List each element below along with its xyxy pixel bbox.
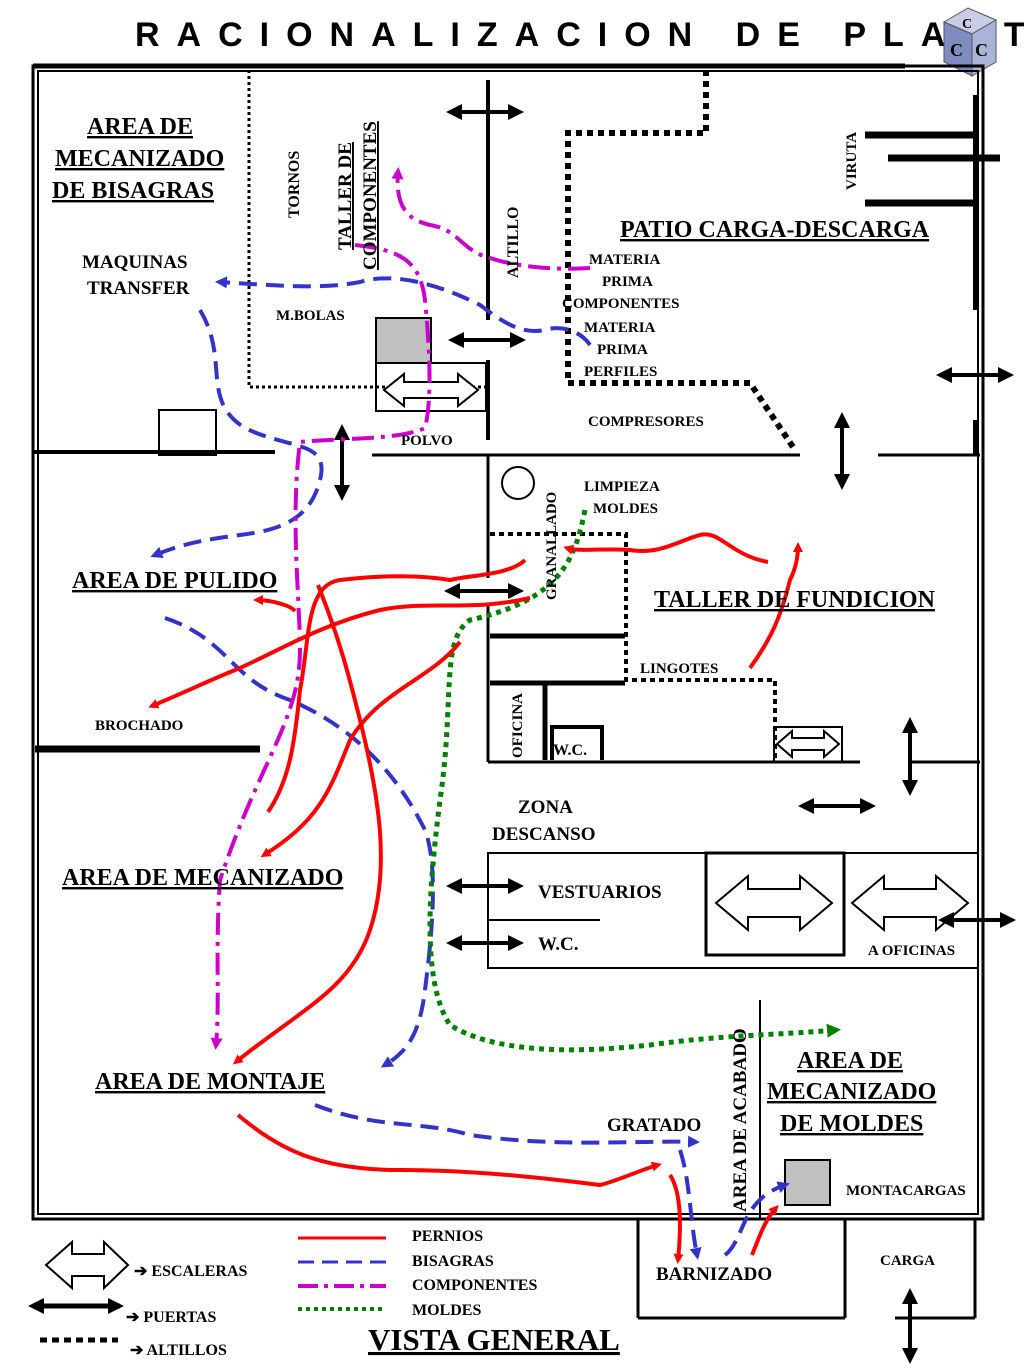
label-taller-fundicion: TALLER DE FUNDICION [654,587,936,613]
montacargas-box [784,1159,831,1206]
label-area-de: AREA DE [87,114,193,140]
flow-pernios [148,532,803,1264]
legend-puertas-label: ➔ PUERTAS [126,1309,216,1326]
label-zona: ZONA [518,797,573,818]
label-compresores: COMPRESORES [588,414,704,430]
footer-title: VISTA GENERAL [368,1322,620,1357]
granallado-drum [501,466,535,500]
label-mecanizado: MECANIZADO [55,146,224,172]
label-mbolas: M.BOLAS [276,308,345,324]
label-taller-de: TALLER DE [335,142,356,250]
flow-bisagras [150,276,790,1260]
label-granallado: GRANALLADO [544,492,560,600]
label-barnizado: BARNIZADO [656,1264,772,1285]
legend-altillos-label: ➔ ALTILLOS [130,1342,227,1359]
label-materia-2: MATERIA [584,320,656,336]
label-viruta: VIRUTA [844,132,860,190]
label-perfiles: PERFILES [584,364,657,380]
label-wc-1: W.C. [553,742,587,759]
label-polvo: POLVO [401,433,453,449]
label-maquinas: MAQUINAS [82,252,188,273]
label-wc-2: W.C. [538,934,578,955]
label-area-de-moldes: AREA DE [797,1048,903,1074]
page-title: RACIONALIZACION DE PLANTA [135,16,1024,54]
label-lingotes: LINGOTES [640,661,718,677]
label-transfer: TRANSFER [87,278,190,299]
label-de-bisagras: DE BISAGRAS [52,178,214,204]
label-limpieza: LIMPIEZA [584,479,660,495]
svg-text:C: C [962,17,972,32]
svg-text:C: C [950,40,963,60]
label-patio: PATIO CARGA-DESCARGA [620,217,930,243]
company-logo-icon: C C C [942,7,998,77]
label-brochado: BROCHADO [95,718,183,734]
label-montacargas: MONTACARGAS [846,1183,966,1199]
legend-bisagras-label: BISAGRAS [412,1253,494,1270]
door-arrows [334,104,1016,1364]
flow-componentes [210,167,591,1050]
label-tornos: TORNOS [286,151,303,218]
label-descanso: DESCANSO [492,824,595,845]
altillo-outlines [247,70,798,760]
flow-moldes [427,509,841,1053]
stair-symbols [375,362,970,933]
legend: ➔ ESCALERAS ➔ PUERTAS ➔ ALTILLOS PERNIOS… [28,1228,620,1359]
label-prima-1: PRIMA [602,274,653,290]
label-componentes: COMPONENTES [562,296,680,312]
label-prima-2: PRIMA [597,342,648,358]
label-carga: CARGA [880,1253,935,1269]
area-labels: AREA DE MECANIZADO DE BISAGRAS TORNOS TA… [52,114,966,1285]
label-oficina: OFICINA [510,693,526,758]
label-moldes: MOLDES [593,501,658,517]
label-componentes-taller: COMPONENTES [360,121,381,270]
legend-componentes-label: COMPONENTES [412,1277,537,1294]
mbolas-machine [375,317,432,364]
legend-pernios-label: PERNIOS [412,1228,483,1245]
legend-moldes-label: MOLDES [412,1302,481,1319]
legend-escaleras-icon [44,1239,130,1291]
label-area-mecanizado: AREA DE MECANIZADO [62,865,343,891]
label-a-oficinas: A OFICINAS [868,943,955,959]
svg-text:C: C [975,40,988,60]
label-vestuarios: VESTUARIOS [538,882,662,903]
label-gratado: GRATADO [607,1115,701,1136]
legend-escaleras-label: ➔ ESCALERAS [134,1263,248,1280]
label-area-pulido: AREA DE PULIDO [72,568,277,594]
building-walls [31,63,1000,1320]
label-mecanizado-moldes: MECANIZADO [767,1079,936,1105]
label-area-acabado: AREA DE ACABADO [730,1028,751,1212]
label-de-moldes: DE MOLDES [780,1111,923,1137]
label-materia-1: MATERIA [589,252,661,268]
label-altillo: ALTILLO [505,207,522,278]
label-area-montaje: AREA DE MONTAJE [95,1069,325,1095]
